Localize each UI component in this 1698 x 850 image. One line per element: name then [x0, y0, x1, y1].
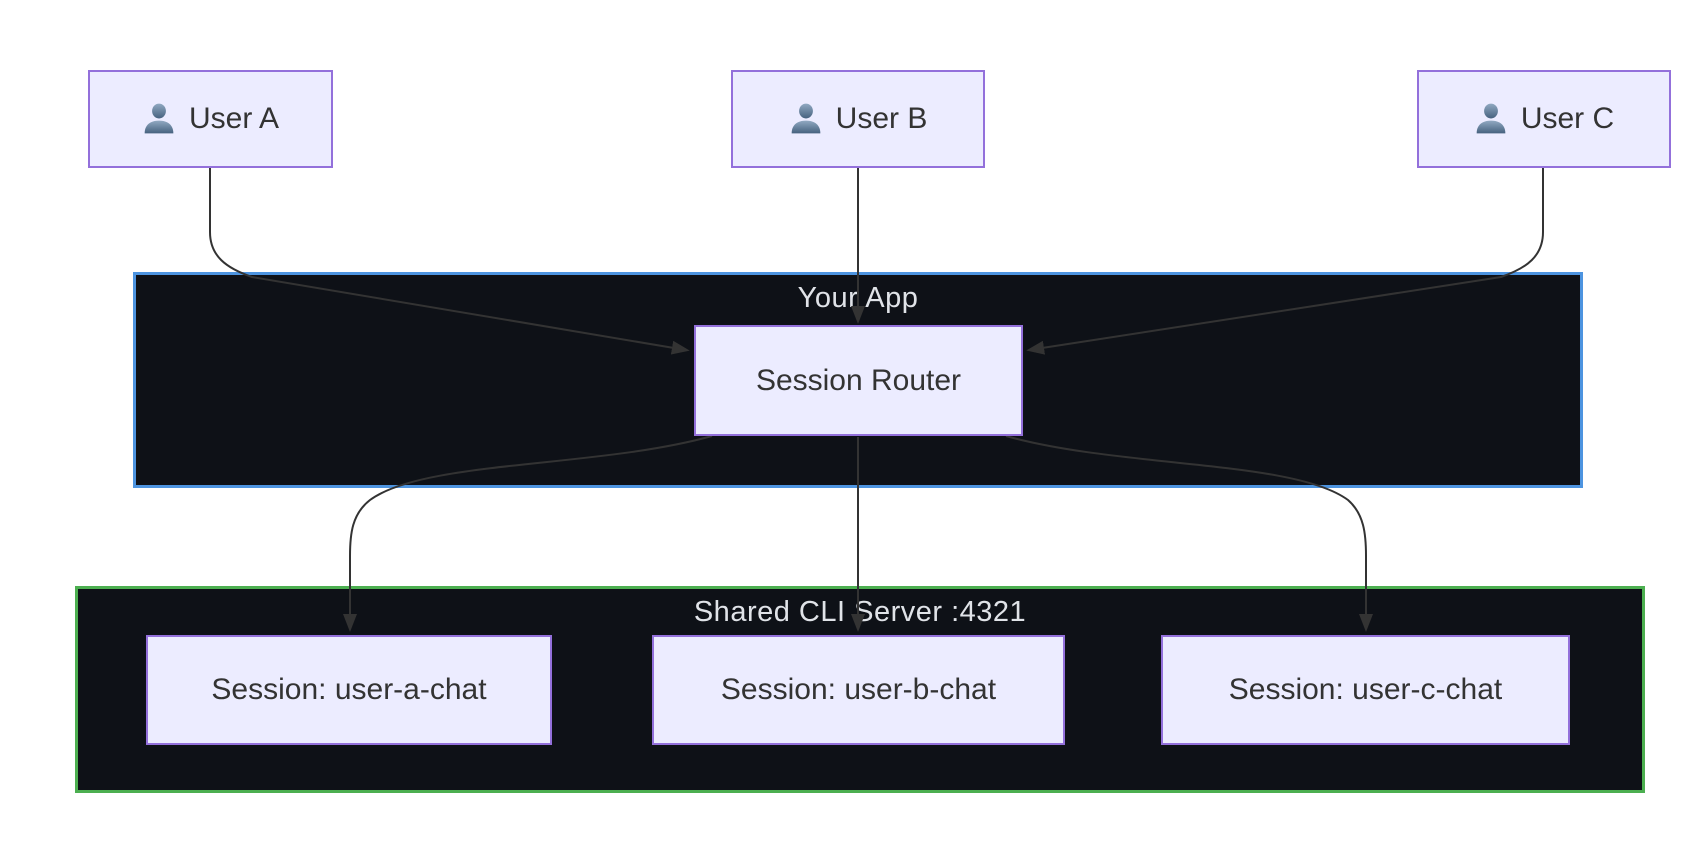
node-session-c-label: Session: user-c-chat: [1228, 673, 1503, 706]
node-user-c: User C: [1417, 70, 1671, 168]
node-user-b-label: User B: [835, 102, 928, 135]
cluster-cli-server-label: Shared CLI Server :4321: [693, 596, 1027, 628]
node-session-b: Session: user-b-chat: [652, 635, 1065, 745]
node-user-a: User A: [88, 70, 333, 168]
node-user-a-label: User A: [188, 102, 280, 135]
node-session-a-label: Session: user-a-chat: [211, 673, 487, 706]
node-session-router: Session Router: [694, 325, 1023, 436]
node-user-c-label: User C: [1520, 102, 1615, 135]
user-icon: [1474, 102, 1508, 136]
cluster-your-app-label: Your App: [797, 282, 919, 314]
node-session-router-label: Session Router: [755, 363, 962, 397]
user-icon: [789, 102, 823, 136]
node-session-b-label: Session: user-b-chat: [720, 673, 997, 706]
node-session-c: Session: user-c-chat: [1161, 635, 1570, 745]
user-icon: [142, 102, 176, 136]
node-user-b: User B: [731, 70, 985, 168]
node-session-a: Session: user-a-chat: [146, 635, 552, 745]
